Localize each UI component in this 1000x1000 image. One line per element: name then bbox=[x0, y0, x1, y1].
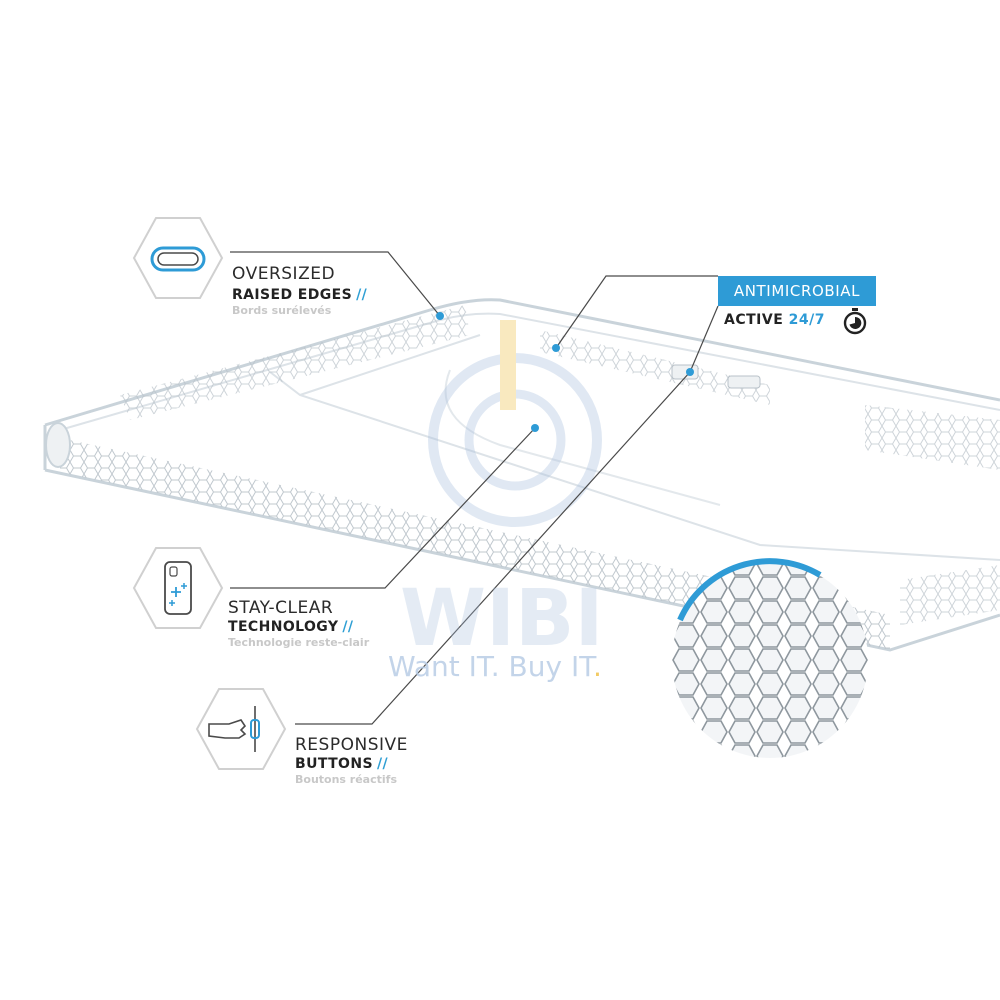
stay-clear-french: Technologie reste-clair bbox=[228, 636, 370, 649]
leader-lines bbox=[230, 251, 719, 725]
raised-edges-french: Bords surélevés bbox=[232, 304, 332, 317]
texture-zoom bbox=[672, 558, 868, 758]
leader-dots bbox=[436, 312, 694, 432]
stay-clear-title: STAY-CLEAR bbox=[228, 598, 334, 618]
stopwatch-icon bbox=[843, 308, 867, 335]
watermark-tagline: Want IT. Buy IT. bbox=[388, 650, 602, 683]
antimicrobial-badge: ANTIMICROBIAL bbox=[718, 276, 876, 306]
case-frame bbox=[43, 298, 1000, 652]
responsive-buttons-title: RESPONSIVE bbox=[295, 735, 408, 755]
phone-sparkle-icon bbox=[132, 547, 224, 629]
watermark-logo-mark bbox=[428, 320, 602, 527]
raised-edges-subtitle: RAISED EDGES// bbox=[232, 287, 368, 303]
stay-clear-subtitle: TECHNOLOGY// bbox=[228, 619, 354, 635]
rounded-frame-icon bbox=[132, 217, 224, 299]
finger-press-icon bbox=[195, 688, 287, 770]
responsive-buttons-french: Boutons réactifs bbox=[295, 773, 397, 786]
svg-text:WIBI: WIBI bbox=[400, 574, 604, 664]
responsive-buttons-subtitle: BUTTONS// bbox=[295, 756, 388, 772]
raised-edges-title: OVERSIZED bbox=[232, 264, 336, 284]
active-label: ACTIVE 24/7 bbox=[724, 312, 825, 328]
